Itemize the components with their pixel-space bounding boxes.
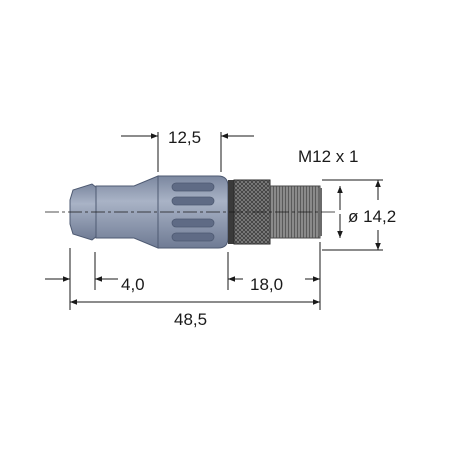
label-4-0: 4,0 [121,275,145,294]
label-dia-14-2: ø 14,2 [348,207,396,226]
label-12-5: 12,5 [168,128,201,147]
label-thread: M12 x 1 [298,147,358,166]
label-18-0: 18,0 [250,275,283,294]
dimension-18-0: 18,0 [227,242,321,310]
dimension-dia-14-2: ø 14,2 [322,179,396,251]
label-48-5: 48,5 [174,310,207,329]
dimension-48-5: 48,5 [70,299,320,329]
dimension-12-5: 12,5 [121,128,254,172]
grip-grooves [171,182,215,242]
dimension-4-0: 4,0 [45,248,145,310]
thread-end-face [318,188,322,236]
